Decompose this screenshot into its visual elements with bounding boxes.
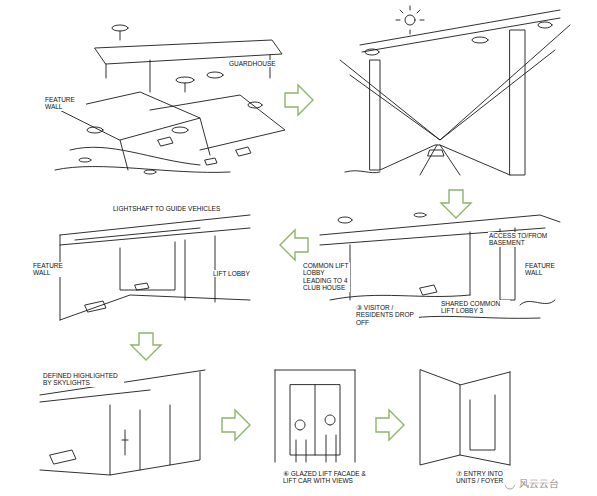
sketch-label: ACCESS TO/FROM BASEMENT xyxy=(488,232,552,247)
sketch-label: FEATURE WALL xyxy=(44,96,86,111)
sketch-label: LIFT LOBBY xyxy=(212,270,251,277)
sketch-label: FEATURE WALL xyxy=(524,262,560,277)
sketch-label: SHARED COMMON LIFT LOBBY 3 xyxy=(440,300,510,315)
sketch-lift xyxy=(275,370,355,462)
sketch-entrance xyxy=(55,25,285,174)
sketch-label: GUARDHOUSE xyxy=(228,60,277,67)
sketch-label: ③ VISITOR / RESIDENTS DROP OFF xyxy=(355,304,419,326)
sketch-label: DEFINED HIGHLIGHTED BY SKYLIGHTS xyxy=(42,372,124,387)
sketch-lobby xyxy=(40,370,205,475)
sketch-label: ⑦ ENTRY INTO UNITS / FOYER xyxy=(455,470,523,485)
sketch-label: COMMON LIFT LOBBY LEADING TO 4 CLUB HOUS… xyxy=(302,262,350,292)
sketch-label: ⑥ GLAZED LIFT FACADE & LIFT CAR WITH VIE… xyxy=(282,470,368,485)
sketch-label: FEATURE WALL xyxy=(32,262,62,277)
watermark: 风云云台 xyxy=(518,478,560,490)
sketch-lightshaft xyxy=(60,215,250,320)
sketch-label: LIGHTSHAFT TO GUIDE VEHICLES xyxy=(112,205,221,212)
sketch-driveway xyxy=(340,6,570,175)
flow-arrows xyxy=(131,85,471,440)
sketch-foyer xyxy=(420,370,510,465)
